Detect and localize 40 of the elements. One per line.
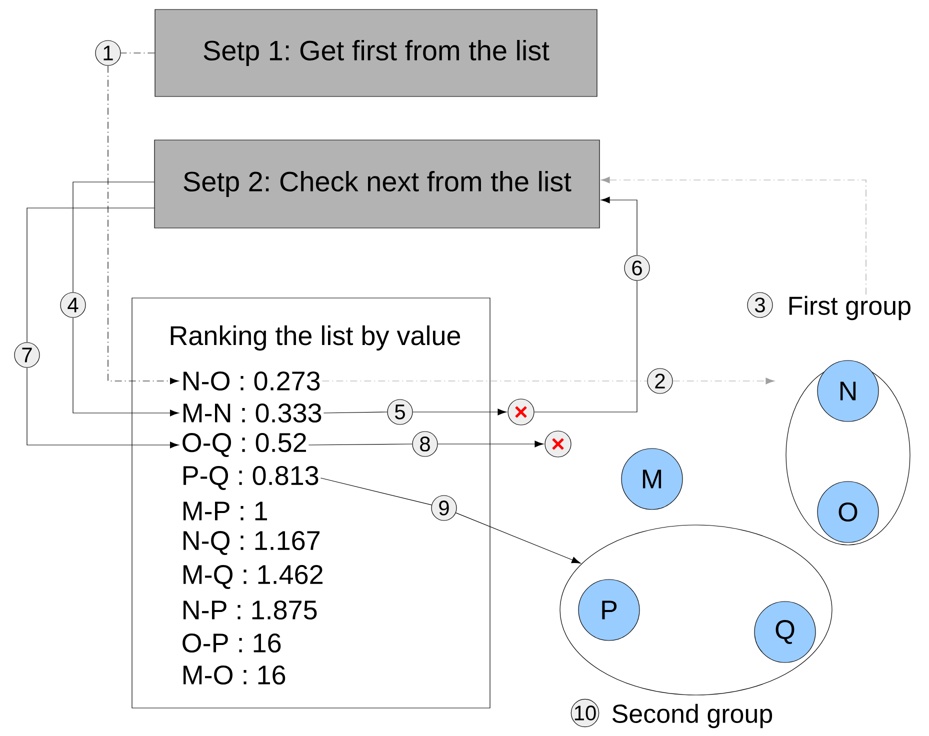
arrow — [600, 196, 638, 256]
cross-mark-icon — [544, 430, 572, 458]
list-item: O-Q : 0.52 — [182, 433, 306, 457]
node-label: First group — [789, 296, 910, 320]
arrow — [108, 66, 179, 384]
arrow — [438, 440, 544, 448]
list-item: N-Q : 1.167 — [184, 531, 320, 555]
node-label: Second group — [612, 704, 772, 728]
list-item: M-O : 16 — [184, 665, 286, 685]
arrow — [672, 378, 775, 384]
circle-node: O — [817, 481, 879, 543]
circle-node: P — [578, 579, 640, 641]
callout-number: 1 — [95, 40, 121, 66]
callout-number: 9 — [431, 495, 457, 521]
list-item: O-P : 16 — [182, 633, 281, 653]
callout-number: 10 — [570, 698, 600, 728]
list-item: M-N : 0.333 — [184, 403, 322, 423]
arrow — [456, 512, 581, 564]
callout-number: 3 — [747, 292, 773, 318]
arrow — [26, 368, 179, 448]
callout-number: 8 — [412, 431, 438, 457]
callout-number: 5 — [387, 399, 413, 425]
cross-mark-icon — [508, 398, 534, 426]
arrow — [72, 318, 179, 416]
list-item: M-Q : 1.462 — [184, 565, 322, 589]
callout-number: 7 — [14, 342, 40, 368]
circle-node: Q — [754, 601, 816, 663]
arrow — [600, 176, 866, 295]
list-item: N-P : 1.875 — [184, 600, 317, 620]
callout-number: 6 — [624, 255, 650, 281]
circle-node: M — [621, 448, 683, 510]
list-item: P-Q : 0.813 — [184, 466, 318, 490]
circle-node: N — [817, 360, 879, 422]
step-box: Setp 2: Check next from the list — [154, 140, 600, 228]
step-box: Setp 1: Get first from the list — [154, 9, 598, 97]
list-item: N-O : 0.273 — [184, 371, 320, 391]
list-item: M-P : 1 — [184, 502, 267, 520]
callout-number: 4 — [60, 292, 86, 318]
callout-number: 2 — [647, 368, 673, 394]
arrow — [412, 408, 507, 416]
